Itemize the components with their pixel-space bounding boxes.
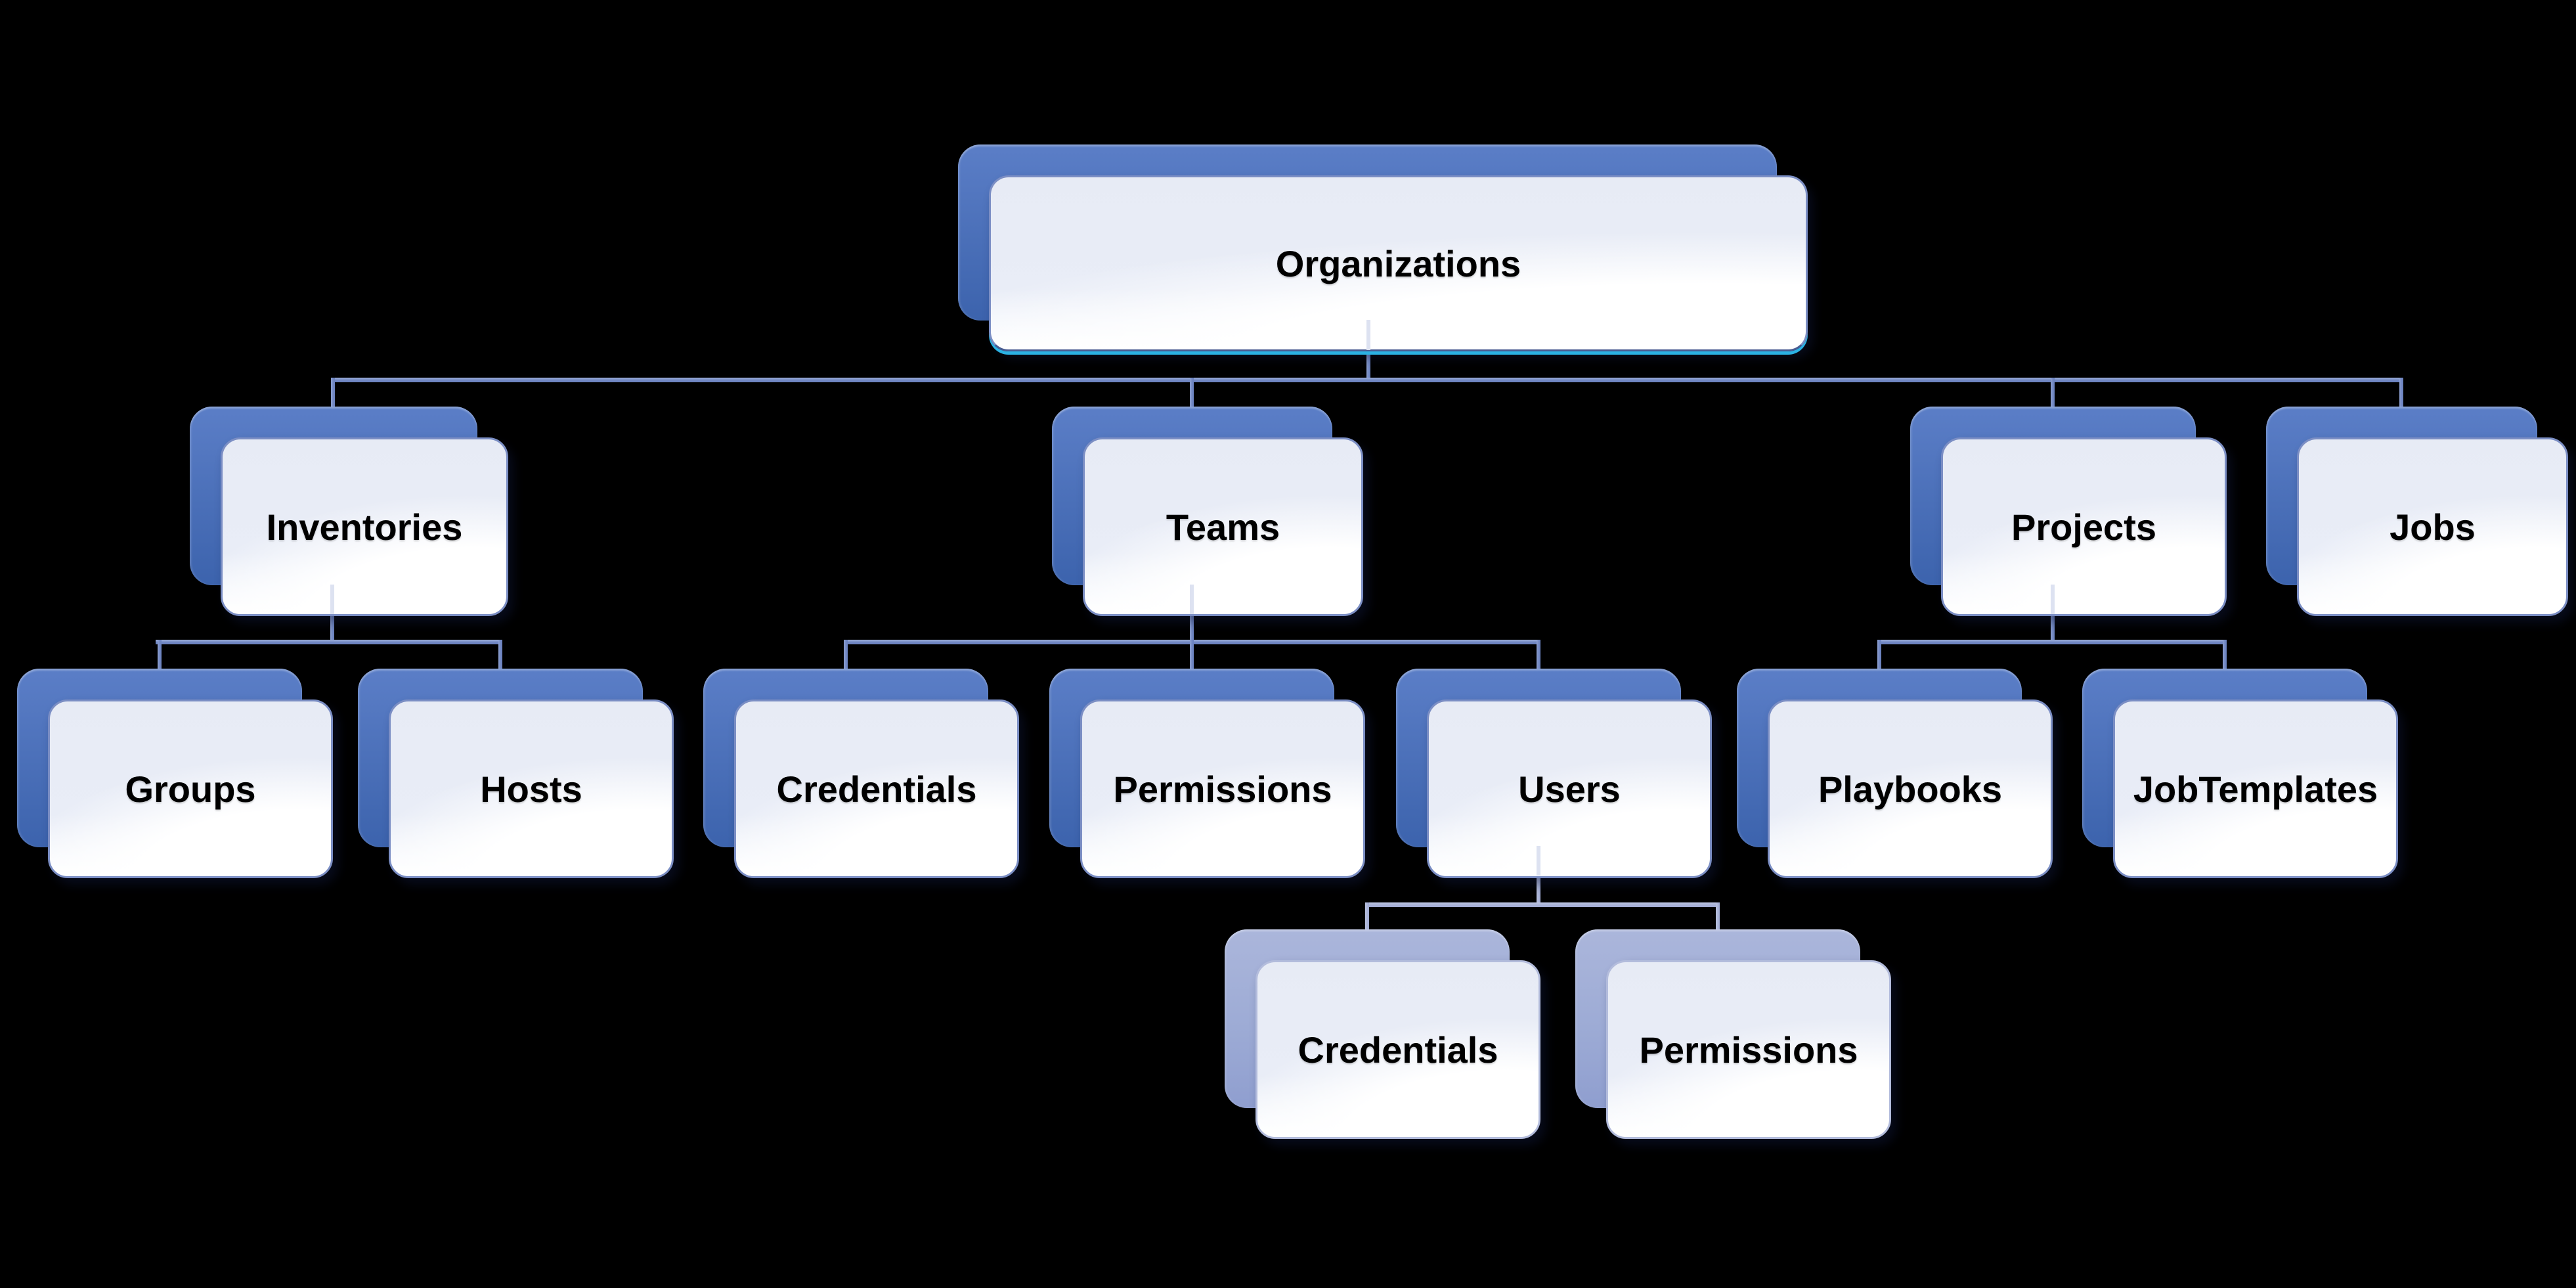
node-users-permissions-label: Permissions [1639, 1029, 1858, 1071]
connector-users-stem [1537, 874, 1540, 907]
node-hosts-card: Hosts [389, 700, 674, 878]
node-jobtemplates: JobTemplates [2082, 669, 2398, 878]
node-teams-permissions-label: Permissions [1113, 768, 1332, 810]
node-jobs: Jobs [2266, 407, 2568, 616]
node-hosts: Hosts [358, 669, 674, 878]
node-projects-card: Projects [1941, 437, 2227, 616]
node-groups-label: Groups [125, 768, 256, 810]
node-teams-permissions: Permissions [1049, 669, 1365, 878]
connector-inventories-stem [330, 611, 334, 644]
node-jobs-card: Jobs [2297, 437, 2568, 616]
node-inventories: Inventories [190, 407, 508, 616]
node-teams-credentials: Credentials [703, 669, 1019, 878]
node-organizations-label: Organizations [1275, 242, 1521, 284]
node-teams-credentials-card: Credentials [734, 700, 1019, 878]
connector-projects-rail [1877, 640, 2227, 644]
node-playbooks-card: Playbooks [1768, 700, 2053, 878]
connector-drop-jobtemplates [2223, 640, 2227, 679]
node-users-credentials-card: Credentials [1255, 960, 1540, 1139]
node-playbooks: Playbooks [1737, 669, 2053, 878]
node-inventories-label: Inventories [266, 506, 463, 548]
connector-drop-users [1537, 640, 1540, 679]
connector-seam-teams [1190, 585, 1194, 614]
node-jobs-label: Jobs [2390, 506, 2476, 548]
connector-level2-rail [331, 378, 2403, 382]
node-jobtemplates-label: JobTemplates [2133, 768, 2378, 810]
node-groups: Groups [17, 669, 333, 878]
node-groups-card: Groups [48, 700, 333, 878]
node-users-permissions: Permissions [1575, 929, 1891, 1139]
connector-users-rail [1365, 902, 1720, 907]
connector-seam-organizations [1366, 320, 1370, 350]
connector-drop-users-credentials [1365, 902, 1369, 943]
node-jobtemplates-card: JobTemplates [2113, 700, 2398, 878]
node-teams-credentials-label: Credentials [776, 768, 977, 810]
node-users-credentials-label: Credentials [1298, 1029, 1498, 1071]
connector-drop-jobs [2399, 378, 2403, 420]
node-teams-card: Teams [1083, 437, 1363, 616]
node-hosts-label: Hosts [480, 768, 582, 810]
node-users-label: Users [1518, 768, 1621, 810]
connector-drop-users-permissions [1716, 902, 1720, 943]
connector-drop-projects [2051, 378, 2055, 420]
connector-drop-teams-permissions [1190, 640, 1194, 679]
connector-seam-projects [2051, 585, 2055, 614]
node-inventories-card: Inventories [221, 437, 508, 616]
node-projects: Projects [1910, 407, 2227, 616]
node-users-credentials: Credentials [1225, 929, 1540, 1139]
node-teams-permissions-card: Permissions [1080, 700, 1365, 878]
connector-drop-groups [158, 640, 162, 679]
node-playbooks-label: Playbooks [1818, 768, 2003, 810]
connector-seam-users [1537, 846, 1540, 876]
node-organizations-card: Organizations [989, 175, 1808, 351]
connector-teams-stem [1190, 611, 1194, 644]
connector-drop-teams-credentials [844, 640, 848, 679]
connector-projects-stem [2051, 611, 2055, 644]
node-users-card: Users [1427, 700, 1712, 878]
connector-inventories-rail [156, 640, 502, 644]
node-users-permissions-card: Permissions [1606, 960, 1891, 1139]
connector-drop-playbooks [1877, 640, 1881, 679]
connector-seam-inventories [330, 585, 334, 614]
node-organizations: Organizations [958, 144, 1808, 351]
node-projects-label: Projects [2011, 506, 2156, 548]
connector-drop-inventories [331, 378, 335, 420]
node-teams: Teams [1052, 407, 1363, 616]
connector-drop-hosts [498, 640, 502, 679]
connector-drop-teams [1190, 378, 1194, 420]
node-users: Users [1396, 669, 1712, 878]
node-teams-label: Teams [1166, 506, 1280, 548]
